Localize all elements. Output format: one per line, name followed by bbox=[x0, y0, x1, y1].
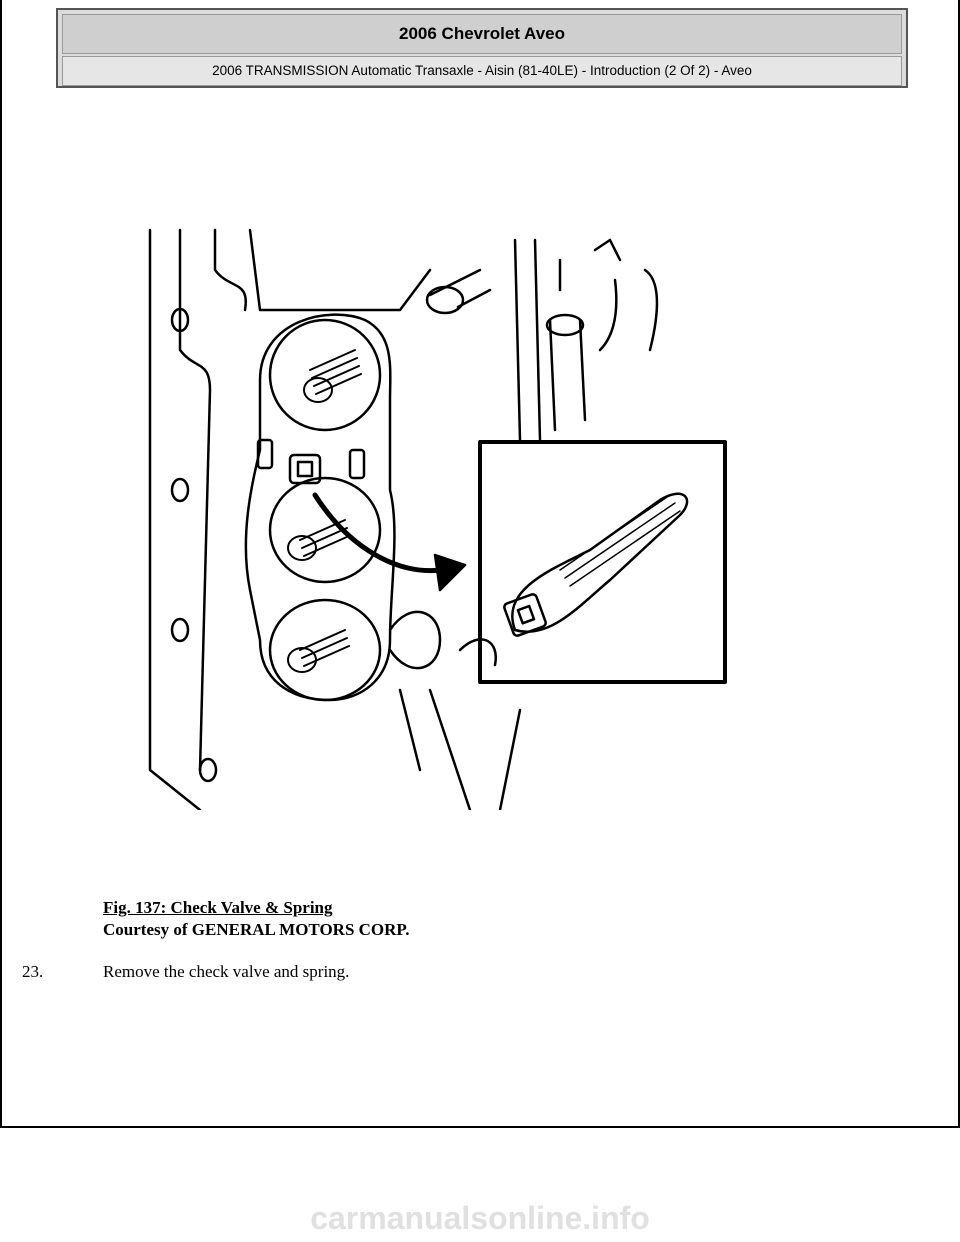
step-text: Remove the check valve and spring. bbox=[103, 962, 350, 981]
figure-caption: Fig. 137: Check Valve & Spring bbox=[103, 898, 333, 917]
figure-credit: Courtesy of GENERAL MOTORS CORP. bbox=[103, 920, 410, 939]
page-frame bbox=[0, 0, 960, 1128]
check-valve-illustration bbox=[140, 210, 740, 812]
watermark-text: carmanualsonline.info bbox=[310, 1200, 650, 1236]
header-subtitle: 2006 TRANSMISSION Automatic Transaxle - … bbox=[62, 56, 902, 86]
document-header: 2006 Chevrolet Aveo 2006 TRANSMISSION Au… bbox=[56, 8, 908, 88]
header-title: 2006 Chevrolet Aveo bbox=[62, 14, 902, 54]
step-number: 23. bbox=[22, 962, 44, 981]
